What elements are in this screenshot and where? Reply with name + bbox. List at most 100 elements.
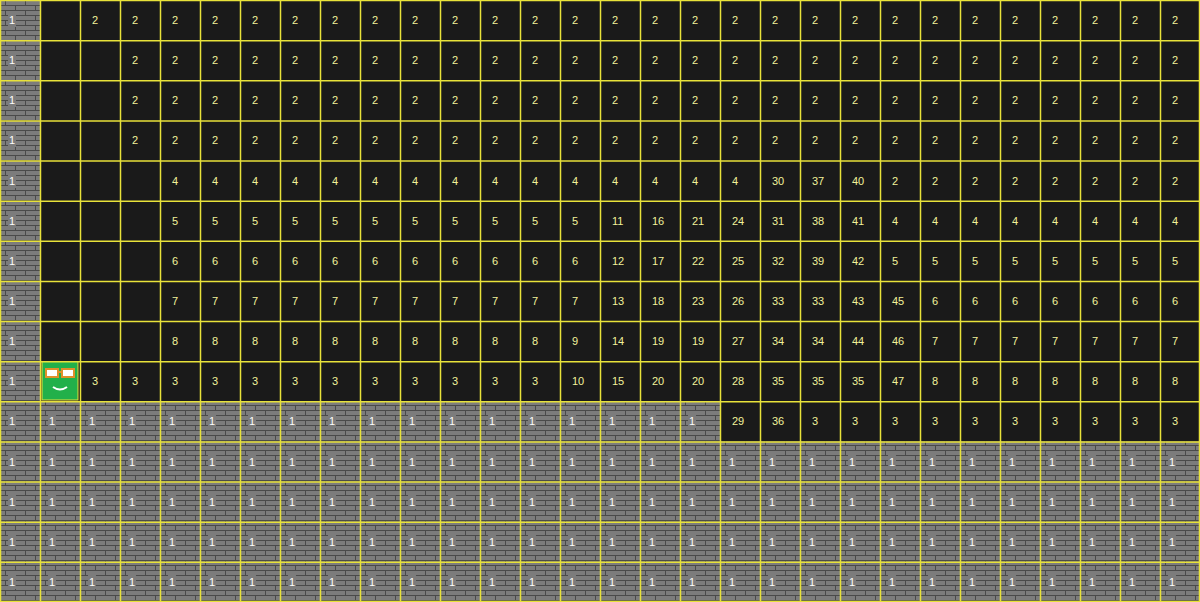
tile-value: 3	[852, 414, 858, 428]
tile-value: 8	[532, 334, 538, 348]
wall-tile	[800, 482, 840, 522]
floor-tile	[320, 40, 360, 80]
tile-value: 2	[972, 133, 978, 147]
floor-tile	[40, 161, 80, 201]
tile-value: 23	[692, 294, 704, 308]
tile-value: 6	[1132, 294, 1138, 308]
tile-value: 4	[732, 174, 738, 188]
wall-id: 1	[8, 334, 16, 348]
floor-tile	[1000, 201, 1040, 241]
floor-tile	[1000, 361, 1040, 401]
wall-id: 1	[448, 575, 456, 589]
floor-tile	[80, 361, 120, 401]
floor-tile	[1160, 241, 1200, 281]
wall-id: 1	[488, 455, 496, 469]
tile-value: 3	[1132, 414, 1138, 428]
tile-value: 4	[972, 214, 978, 228]
tile-value: 2	[452, 133, 458, 147]
floor-tile	[480, 0, 520, 40]
floor-tile	[960, 40, 1000, 80]
tile-value: 2	[572, 13, 578, 27]
wall-tile	[400, 401, 440, 441]
floor-tile	[200, 361, 240, 401]
floor-tile	[1080, 0, 1120, 40]
floor-tile	[40, 241, 80, 281]
floor-tile	[960, 201, 1000, 241]
tile-value: 2	[412, 133, 418, 147]
floor-tile	[920, 40, 960, 80]
tile-value: 20	[652, 374, 664, 388]
wall-tile	[120, 562, 160, 602]
floor-tile	[480, 161, 520, 201]
floor-tile	[240, 241, 280, 281]
wall-id: 1	[288, 535, 296, 549]
wall-tile	[40, 441, 80, 481]
wall-id: 1	[1088, 495, 1096, 509]
tile-value: 7	[1012, 334, 1018, 348]
wall-tile	[760, 562, 800, 602]
floor-tile	[880, 361, 920, 401]
floor-tile	[600, 201, 640, 241]
tile-value: 2	[732, 93, 738, 107]
tile-value: 2	[1012, 53, 1018, 67]
wall-tile	[280, 401, 320, 441]
floor-tile	[840, 0, 880, 40]
tile-value: 2	[252, 13, 258, 27]
tile-value: 5	[972, 254, 978, 268]
floor-tile	[440, 40, 480, 80]
tile-value: 5	[1012, 254, 1018, 268]
wall-tile	[720, 562, 760, 602]
tile-value: 2	[492, 53, 498, 67]
floor-tile	[480, 321, 520, 361]
floor-tile	[120, 201, 160, 241]
wall-id: 1	[488, 495, 496, 509]
wall-tile	[160, 401, 200, 441]
floor-tile	[1040, 241, 1080, 281]
floor-tile	[840, 161, 880, 201]
floor-tile	[160, 361, 200, 401]
wall-tile	[200, 522, 240, 562]
tile-value: 4	[532, 174, 538, 188]
wall-tile	[320, 482, 360, 522]
floor-tile	[320, 201, 360, 241]
tile-value: 36	[772, 414, 784, 428]
floor-tile	[280, 80, 320, 120]
tile-value: 3	[492, 374, 498, 388]
wall-tile	[240, 401, 280, 441]
wall-id: 1	[208, 575, 216, 589]
grid-line	[0, 481, 1200, 483]
floor-tile	[40, 80, 80, 120]
grid-line	[80, 0, 82, 602]
tile-value: 41	[852, 214, 864, 228]
floor-tile	[80, 0, 120, 40]
tile-value: 2	[652, 133, 658, 147]
floor-tile	[600, 40, 640, 80]
tile-value: 8	[252, 334, 258, 348]
floor-tile	[520, 0, 560, 40]
tile-value: 2	[612, 93, 618, 107]
floor-tile	[440, 80, 480, 120]
floor-tile	[120, 161, 160, 201]
tile-value: 4	[212, 174, 218, 188]
floor-tile	[360, 40, 400, 80]
wall-id: 1	[608, 455, 616, 469]
tile-value: 2	[932, 13, 938, 27]
wall-id: 1	[368, 495, 376, 509]
wall-tile	[520, 562, 560, 602]
wall-id: 1	[328, 535, 336, 549]
tile-value: 4	[332, 174, 338, 188]
floor-tile	[1040, 40, 1080, 80]
floor-tile	[720, 201, 760, 241]
wall-tile	[840, 441, 880, 481]
floor-tile	[760, 401, 800, 441]
floor-tile	[240, 40, 280, 80]
floor-tile	[1160, 361, 1200, 401]
wall-tile	[400, 482, 440, 522]
tile-value: 2	[492, 13, 498, 27]
wall-tile	[560, 401, 600, 441]
floor-tile	[880, 321, 920, 361]
tile-value: 44	[852, 334, 864, 348]
wall-id: 1	[128, 495, 136, 509]
wall-tile	[120, 482, 160, 522]
